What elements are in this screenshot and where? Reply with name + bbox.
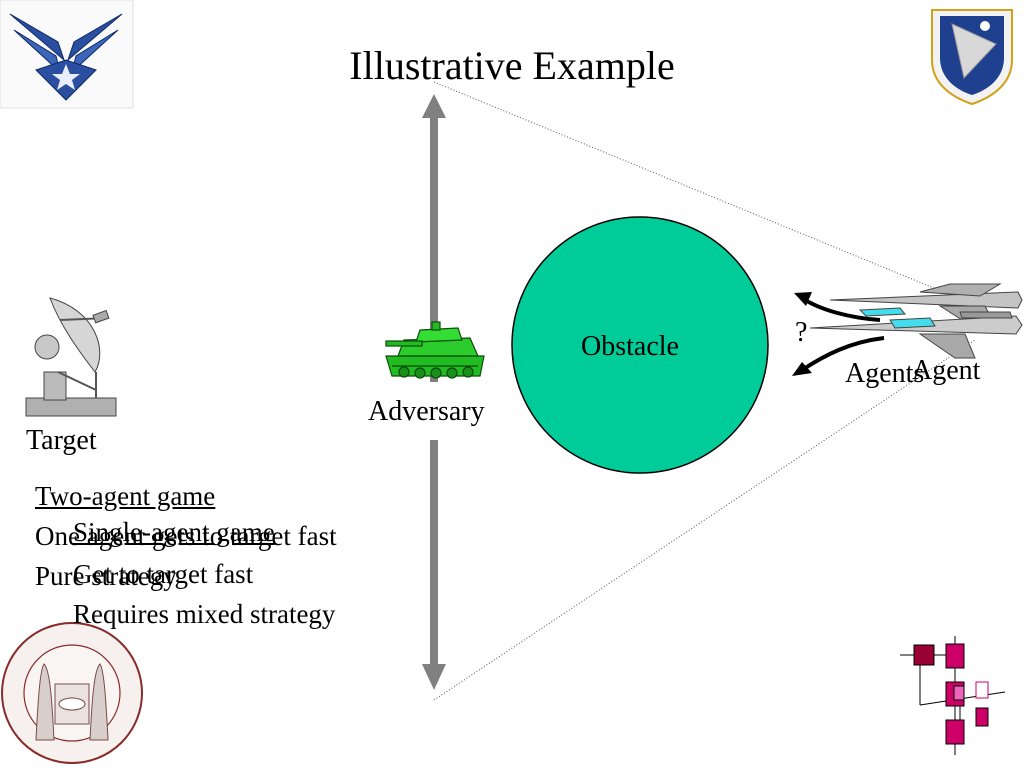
target-label: Target (26, 425, 97, 456)
radar-dish-icon (25, 297, 117, 417)
question-mark-label: ? (795, 317, 808, 348)
page-title: Illustrative Example (349, 43, 675, 88)
single-agent-line-1: Get to target fast (73, 559, 254, 589)
sight-lines (433, 81, 976, 701)
adversary-range-arrow (422, 94, 446, 690)
arrow-head-down-icon (792, 362, 812, 376)
agent-label: Agent (912, 355, 981, 386)
tank-icon (385, 321, 485, 379)
two-agent-heading: Two-agent game (35, 481, 216, 511)
adversary-label: Adversary (368, 396, 485, 427)
arrow-head-up-icon (794, 292, 812, 306)
obstacle-label: Obstacle (581, 331, 679, 362)
air-force-wings-logo (0, 0, 134, 109)
block-diagram-logo (900, 636, 1006, 755)
obstacle-circle (511, 216, 769, 474)
mit-seal (1, 622, 143, 764)
agents-label: Agents (845, 358, 925, 389)
single-agent-line-2: Requires mixed strategy (73, 599, 336, 629)
two-agent-line-1: One agent gets to target fast (35, 521, 337, 551)
single-agent-heading: Single-agent game (73, 517, 275, 547)
fighter-jet-icon (809, 283, 1023, 359)
two-agent-line-2: Pure strategy (35, 561, 177, 591)
air-force-research-laboratory-seal (931, 9, 1013, 106)
